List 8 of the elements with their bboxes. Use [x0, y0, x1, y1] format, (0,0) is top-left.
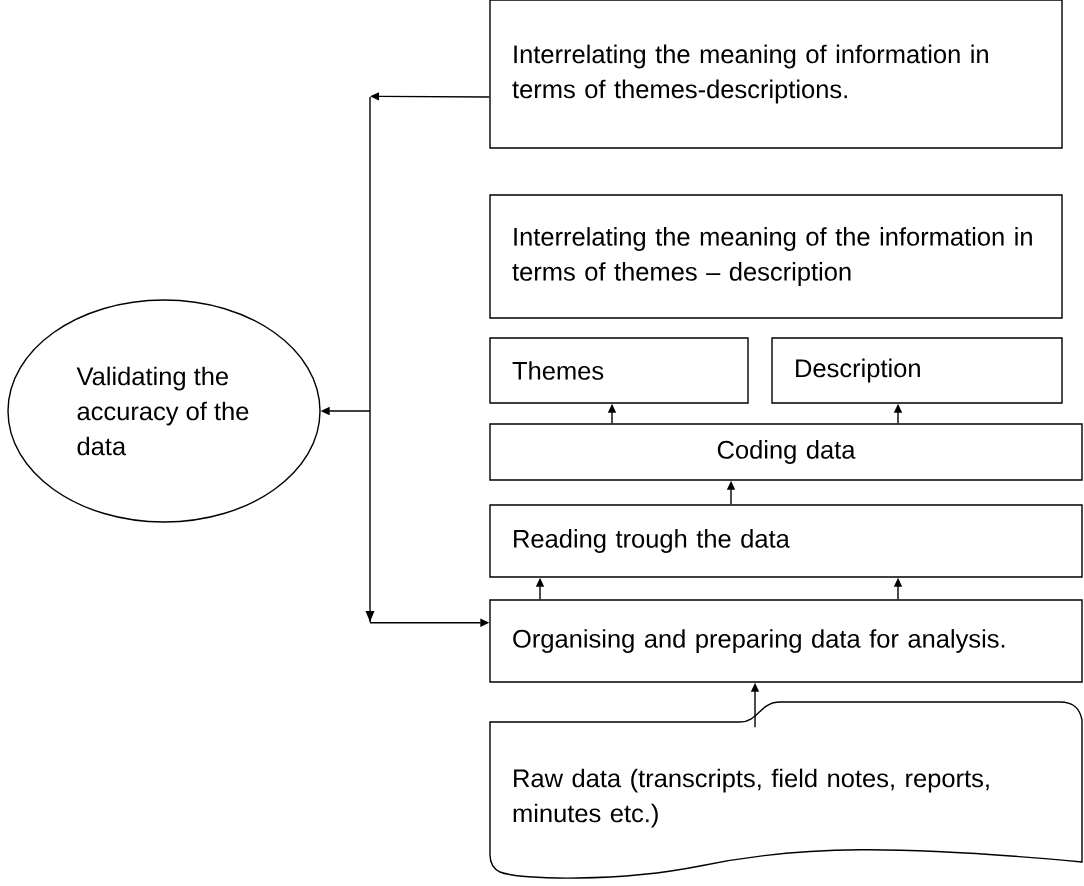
process-box: Reading trough the data	[489, 504, 1083, 578]
process-box: Interrelating the meaning of information in terms of themes-descriptions.	[489, 0, 1063, 149]
process-box: Coding data	[489, 423, 1083, 481]
process-box: Themes	[489, 337, 749, 404]
junction-line	[365, 97, 375, 622]
process-box: Organising and preparing data for analysis.	[489, 599, 1083, 683]
process-box: Description	[771, 337, 1063, 404]
process-box: Interrelating the meaning of the information in terms of themes – description	[489, 194, 1063, 319]
